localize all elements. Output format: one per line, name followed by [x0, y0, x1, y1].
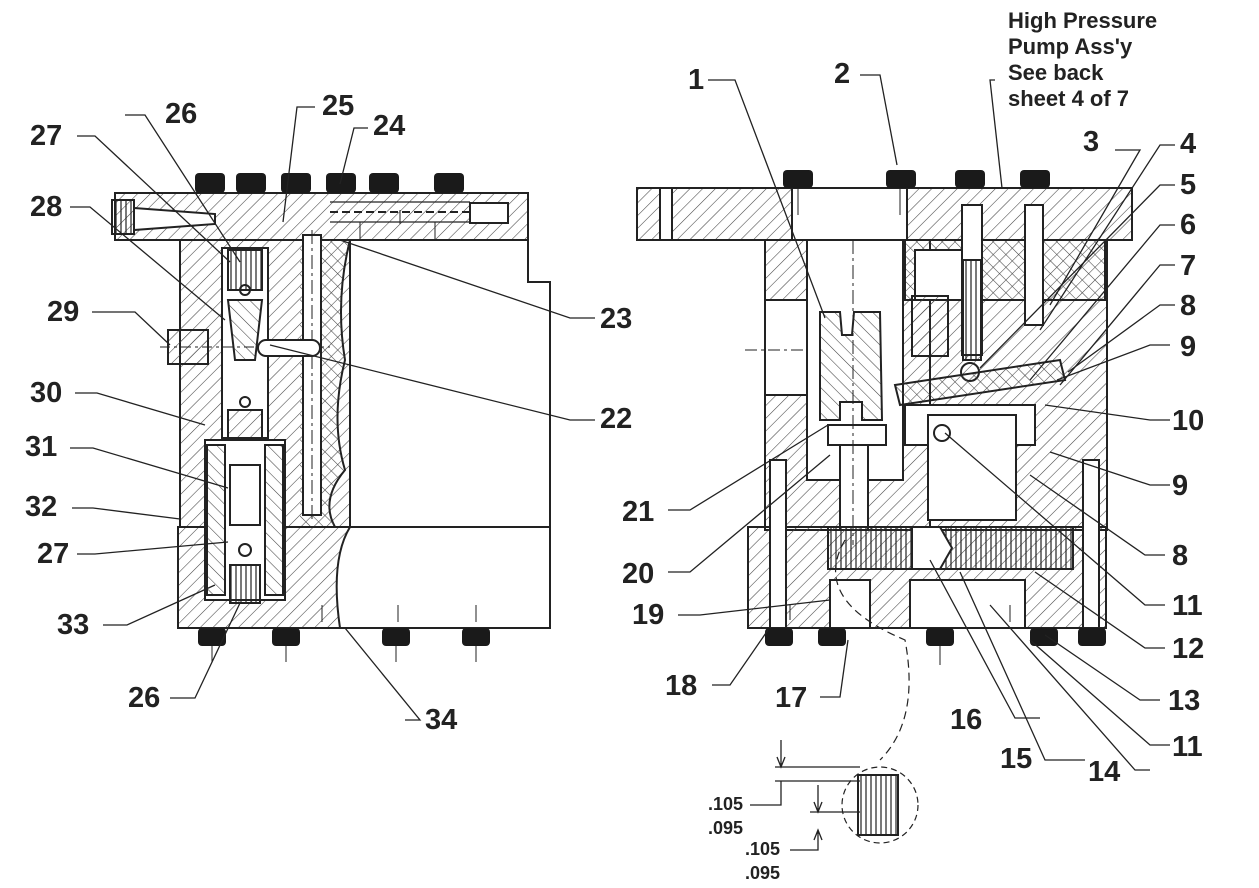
- callout-1: 1: [688, 64, 705, 96]
- callout-2: 2: [834, 58, 851, 90]
- callout-16: 16: [950, 704, 983, 736]
- callout-28: 28: [30, 191, 63, 223]
- callout-21: 21: [622, 496, 655, 528]
- dimension-lower-min: .095: [745, 863, 781, 883]
- callout-4: 4: [1180, 128, 1197, 160]
- callout-5: 5: [1180, 169, 1197, 201]
- dimension-lower-max: .105: [745, 839, 781, 859]
- detail-dimensions: [750, 740, 860, 851]
- callout-23: 23: [600, 303, 633, 335]
- callout-30: 30: [30, 377, 63, 409]
- note-line: Pump Ass'y: [1008, 34, 1133, 59]
- callout-27-lower: 27: [37, 538, 70, 570]
- callout-33: 33: [57, 609, 90, 641]
- left-section-view: [111, 173, 551, 662]
- callout-9-upper: 9: [1180, 331, 1197, 363]
- callout-3: 3: [1083, 126, 1100, 158]
- callout-8-lower: 8: [1172, 540, 1189, 572]
- dimension-upper-max: .105: [708, 794, 744, 814]
- callout-9-lower: 9: [1172, 470, 1189, 502]
- callout-6: 6: [1180, 209, 1197, 241]
- callout-11-upper: 11: [1172, 590, 1203, 622]
- callout-26-upper: 26: [165, 98, 198, 130]
- callout-15: 15: [1000, 743, 1033, 775]
- right-leader-lines: [668, 74, 1175, 771]
- note-line: sheet 4 of 7: [1008, 86, 1130, 111]
- callout-8-upper: 8: [1180, 290, 1197, 322]
- callout-25: 25: [322, 90, 355, 122]
- callout-10: 10: [1172, 405, 1205, 437]
- callout-14: 14: [1088, 756, 1121, 788]
- callout-11-lower: 11: [1172, 731, 1203, 763]
- callout-24: 24: [373, 110, 406, 142]
- note-line: High Pressure: [1008, 8, 1158, 33]
- note-line: See back: [1008, 60, 1104, 85]
- callout-27-upper: 27: [30, 120, 63, 152]
- callout-19: 19: [632, 599, 665, 631]
- dimension-upper-min: .095: [708, 818, 744, 838]
- callout-31: 31: [25, 431, 58, 463]
- callout-32: 32: [25, 491, 58, 523]
- callout-26-lower: 26: [128, 682, 161, 714]
- callout-7: 7: [1180, 250, 1197, 282]
- right-section-view: [636, 170, 1133, 844]
- left-leader-lines: [70, 106, 595, 721]
- callout-34: 34: [425, 704, 458, 736]
- pump-assembly-note: High Pressure Pump Ass'y See back sheet …: [1008, 8, 1208, 112]
- callout-20: 20: [622, 558, 655, 590]
- callout-13: 13: [1168, 685, 1201, 717]
- callout-18: 18: [665, 670, 698, 702]
- callout-22: 22: [600, 403, 633, 435]
- callout-17: 17: [775, 682, 808, 714]
- callout-12: 12: [1172, 633, 1205, 665]
- callout-29: 29: [47, 296, 80, 328]
